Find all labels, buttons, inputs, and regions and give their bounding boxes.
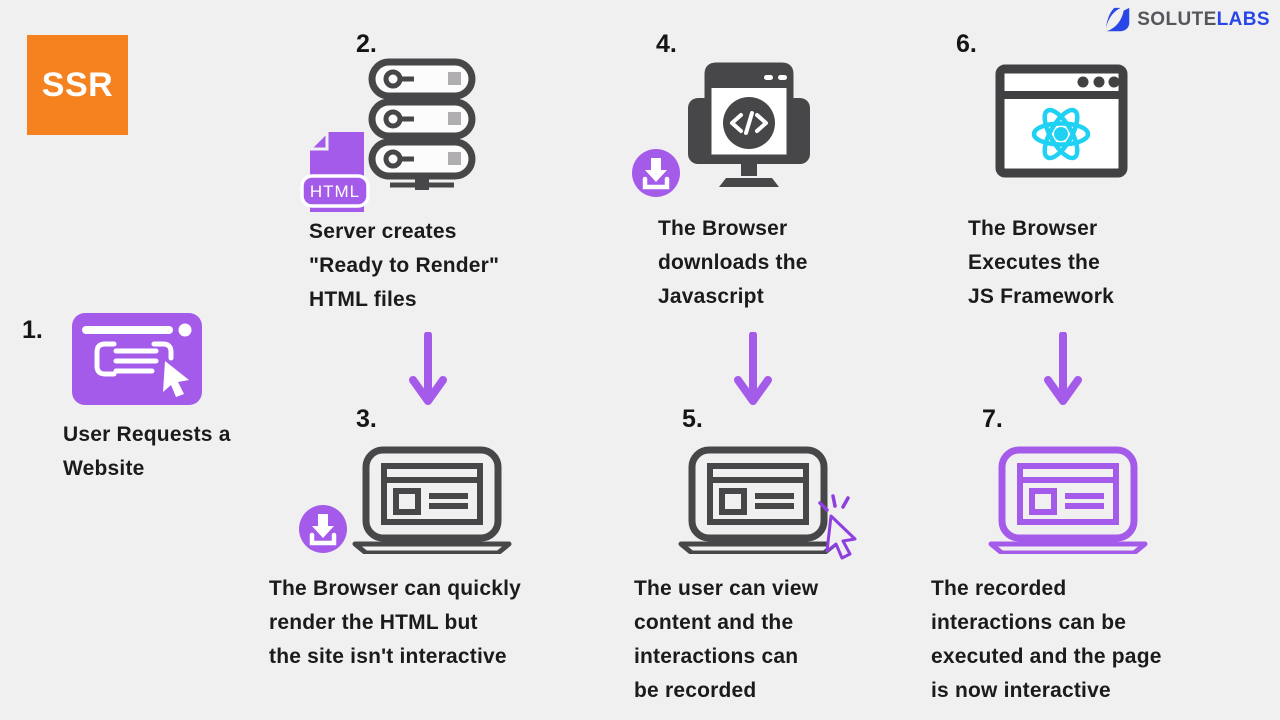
step-5-caption: The user can view content and the intera… [634,577,819,702]
step-4-caption: The Browser downloads the Javascript [658,217,808,308]
html-file-label: HTML [310,182,360,201]
download-icon [299,505,347,553]
step-3-number: 3. [356,405,377,433]
server-stack-icon [368,58,476,190]
arrow-down-icon [409,332,447,405]
step-2-caption: Server creates "Ready to Render" HTML fi… [309,220,500,311]
step-6-number: 6. [956,30,977,58]
ssr-badge-label: SSR [41,65,114,104]
laptop-browser-icon [352,446,512,554]
click-cursor-icon [818,494,857,560]
step-1-caption: User Requests a Website [63,423,231,480]
step-6-caption: The Browser Executes the JS Framework [968,217,1114,308]
logo-text-solute: SOLUTE [1137,9,1217,30]
laptop-click-icon [678,446,838,554]
browser-react-icon [995,64,1128,178]
arrow-down-icon [734,332,772,405]
arrow-down-icon [1044,332,1082,405]
step-5-number: 5. [682,405,703,433]
laptop-interactive-icon [988,446,1148,554]
cursor-arrow-icon [163,361,189,397]
ssr-badge: SSR [27,35,128,135]
download-icon [632,149,680,197]
browser-request-icon [72,313,202,405]
monitor-code-icon [688,62,810,187]
step-1-number: 1. [22,316,43,344]
solutelabs-logo-icon [1106,7,1130,32]
step-2-number: 2. [356,30,377,58]
solutelabs-logo: SOLUTELABS [1103,5,1270,35]
logo-text-labs: LABS [1216,9,1270,30]
step-4-number: 4. [656,30,677,58]
step-7-number: 7. [982,405,1003,433]
html-file-icon: HTML [300,130,370,212]
react-logo-icon [1031,107,1091,161]
step-7-caption: The recorded interactions can be execute… [931,577,1162,702]
network-node-icon [415,178,429,190]
step-3-caption: The Browser can quickly render the HTML … [269,577,522,668]
